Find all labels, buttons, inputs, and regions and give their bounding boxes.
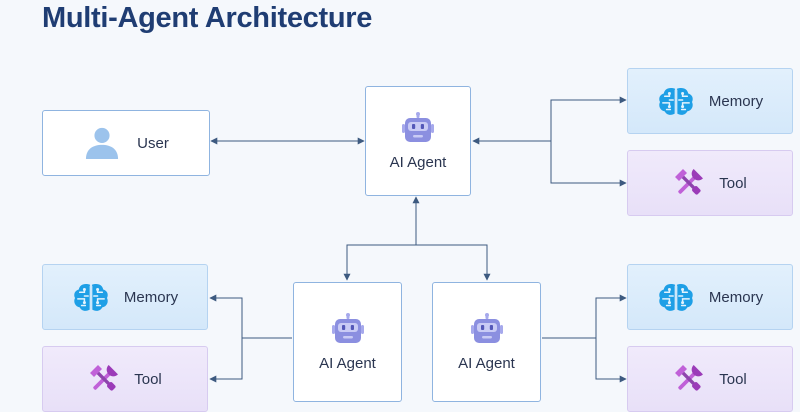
- robot-icon: [470, 313, 504, 345]
- connector-agent-right-tool: [595, 338, 627, 383]
- connector-agent-top-tool: [550, 141, 627, 187]
- agent-node-left[interactable]: AI Agent: [293, 282, 402, 402]
- brain-icon: [657, 281, 695, 313]
- user-label: User: [137, 134, 169, 152]
- connector-agent-top-memory: [472, 96, 627, 145]
- connector-agent-right-memory: [542, 294, 627, 339]
- connector-agent-left-memory: [209, 294, 292, 339]
- agent-label: AI Agent: [458, 354, 515, 372]
- connector-layer: [209, 96, 627, 383]
- user-node[interactable]: User: [42, 110, 210, 176]
- memory-label: Memory: [708, 92, 764, 110]
- user-icon: [83, 126, 121, 160]
- brain-icon: [72, 281, 110, 313]
- memory-node-right[interactable]: Memory: [627, 264, 793, 330]
- tool-node-top[interactable]: Tool: [627, 150, 793, 216]
- tools-icon: [673, 167, 705, 199]
- agent-label: AI Agent: [319, 354, 376, 372]
- memory-label: Memory: [708, 288, 764, 306]
- brain-icon: [657, 85, 695, 117]
- connector-agent-left-tool: [209, 338, 243, 383]
- robot-icon: [331, 313, 365, 345]
- connector-to-agent-right: [416, 244, 491, 281]
- tool-label: Tool: [719, 370, 747, 388]
- agent-node-right[interactable]: AI Agent: [432, 282, 541, 402]
- memory-node-left[interactable]: Memory: [42, 264, 208, 330]
- tool-label: Tool: [134, 370, 162, 388]
- connector-to-agent-left: [343, 244, 416, 281]
- tool-label: Tool: [719, 174, 747, 192]
- tools-icon: [88, 363, 120, 395]
- page-title: Multi-Agent Architecture: [42, 2, 373, 34]
- tool-node-right[interactable]: Tool: [627, 346, 793, 412]
- agent-node-top[interactable]: AI Agent: [365, 86, 471, 196]
- robot-icon: [401, 112, 435, 144]
- tools-icon: [673, 363, 705, 395]
- memory-node-top[interactable]: Memory: [627, 68, 793, 134]
- agent-label: AI Agent: [389, 153, 447, 171]
- tool-node-left[interactable]: Tool: [42, 346, 208, 412]
- memory-label: Memory: [123, 288, 179, 306]
